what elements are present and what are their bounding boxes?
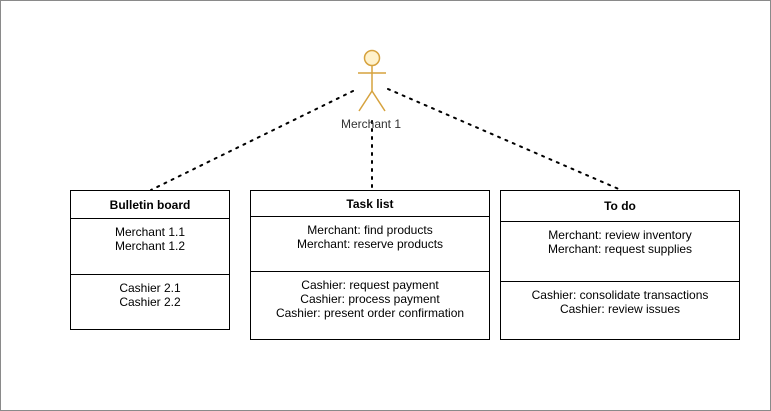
box-task-list[interactable]: Task list Merchant: find products Mercha…	[250, 190, 490, 340]
box-section-merchant: Merchant: find products Merchant: reserv…	[251, 217, 489, 271]
connector-to-bulletin-board	[150, 90, 354, 191]
entry-line: Cashier: present order confirmation	[275, 306, 465, 320]
entry-line: Merchant: reserve products	[296, 237, 444, 251]
entry-line: Merchant: find products	[307, 223, 433, 237]
entry-line: Cashier: consolidate transactions	[531, 288, 709, 302]
actor-head	[363, 49, 381, 67]
entry-line: Cashier: process payment	[300, 292, 440, 306]
entry-line: Merchant: review inventory	[548, 228, 692, 242]
box-section-cashier: Cashier: consolidate transactions Cashie…	[501, 281, 739, 339]
box-section-merchant: Merchant 1.1 Merchant 1.2	[71, 219, 229, 274]
box-title: Bulletin board	[71, 191, 229, 219]
entry-line: Cashier: request payment	[301, 278, 439, 292]
box-bulletin-board[interactable]: Bulletin board Merchant 1.1 Merchant 1.2…	[70, 190, 230, 330]
box-section-cashier: Cashier: request payment Cashier: proces…	[251, 271, 489, 339]
entry-line: Cashier 2.1	[119, 281, 181, 295]
actor-stick-figure-icon[interactable]	[352, 49, 392, 115]
box-section-merchant: Merchant: review inventory Merchant: req…	[501, 222, 739, 281]
box-title: To do	[501, 191, 739, 222]
box-to-do[interactable]: To do Merchant: review inventory Merchan…	[500, 190, 740, 340]
entry-line: Merchant: request supplies	[547, 242, 693, 256]
entry-line: Cashier 2.2	[119, 295, 181, 309]
entry-line: Merchant 1.2	[114, 239, 186, 253]
actor-label: Merchant 1	[340, 117, 402, 131]
entry-line: Merchant 1.1	[114, 225, 186, 239]
connector-to-to-do	[387, 88, 622, 191]
box-section-cashier: Cashier 2.1 Cashier 2.2	[71, 274, 229, 329]
box-title: Task list	[251, 191, 489, 217]
entry-line: Cashier: review issues	[559, 302, 681, 316]
